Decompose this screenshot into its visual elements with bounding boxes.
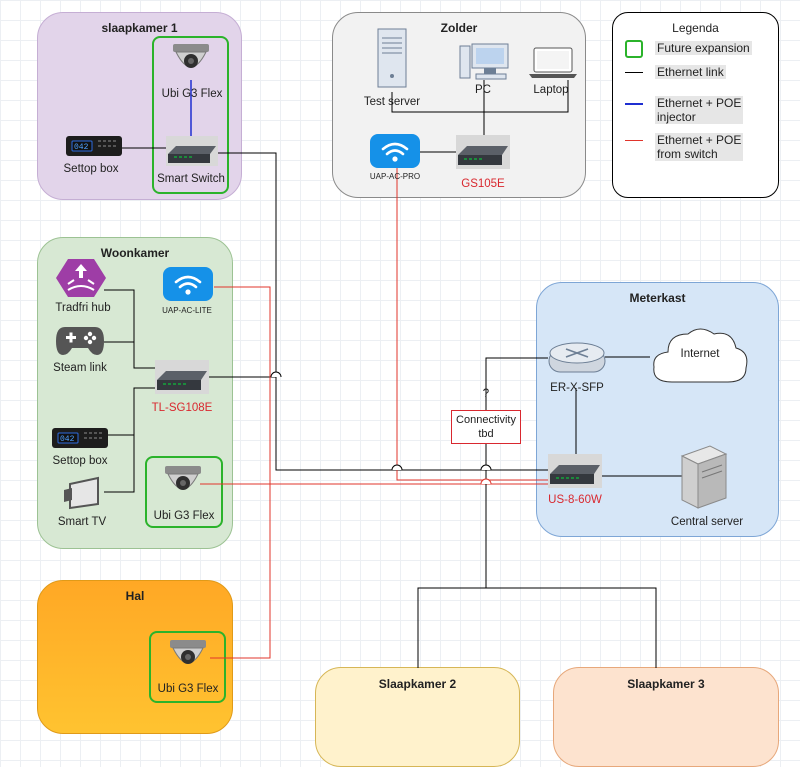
future-expansion-frame [149,631,226,703]
room-title: Meterkast [629,291,686,305]
room-title: Hal [125,589,145,603]
device-label: Smart TV [57,516,107,528]
legend-label: Ethernet + POE from switch [655,133,744,161]
network-diagram: slaapkamer 1 Zolder Woonkamer Meterkast … [37,12,779,767]
room-title: slaapkamer 1 [101,21,178,35]
connection-lines [104,80,686,668]
server-icon [680,444,728,513]
tv-icon [62,476,102,513]
camera-icon [167,638,209,681]
switch-icon [548,454,602,491]
settop-display: 042 [74,143,89,152]
legend-swatch-line [625,140,643,141]
pc-icon [458,42,510,85]
legend-label: Ethernet + POE injector [655,96,744,124]
room-hal: Hal [37,580,233,734]
device-label: Internet [680,348,720,360]
device-label: Steam link [53,362,107,374]
legend-label-line: Ethernet + POE [657,96,742,110]
device-label: Ubi G3 Flex [161,88,223,100]
router-icon [548,340,606,379]
device-label: Tradfri hub [55,302,111,314]
legend-label: Ethernet link [655,65,726,79]
device-label: Smart Switch [157,173,225,185]
device-label: US-8-60W [548,494,602,506]
legend-label-line: injector [657,110,696,124]
room-meterkast: Meterkast [536,282,779,537]
settop-box-icon: 042 [66,132,124,163]
legend-label-line: from switch [657,147,718,161]
device-label: Ubi G3 Flex [153,510,215,522]
future-expansion-frame [145,456,223,528]
settop-display: 042 [60,435,75,444]
room-title: Woonkamer [100,246,170,260]
room-slaapkamer-2: Slaapkamer 2 [315,667,520,767]
room-slaapkamer-3: Slaapkamer 3 [553,667,779,767]
room-title: Slaapkamer 3 [627,677,705,691]
device-label: Ubi G3 Flex [157,683,219,695]
camera-icon [162,464,204,507]
legend: Legenda Future expansion Ethernet link E… [612,12,779,198]
hub-icon [56,258,106,301]
question-mark: ? [482,388,490,400]
device-label: PC [475,84,491,96]
connectivity-note: Connectivity tbd [451,410,521,444]
legend-swatch-box [625,40,643,58]
room-title: Slaapkamer 2 [378,677,457,691]
device-label: ER-X-SFP [550,382,604,394]
device-label: Settop box [63,163,119,175]
switch-icon [155,360,209,397]
future-expansion-frame [152,36,229,194]
legend-label-line: Ethernet + POE [657,133,742,147]
camera-icon [170,42,212,85]
server-icon [376,28,410,93]
note-line-1: Connectivity [456,414,516,426]
settop-box-icon: 042 [52,424,110,455]
room-title: Zolder [440,21,478,35]
device-label: TL-SG108E [151,402,213,414]
wifi-ap-icon [163,267,213,304]
room-slaapkamer-1: slaapkamer 1 [37,12,242,200]
wifi-ap-icon [370,134,420,171]
switch-icon [456,135,510,172]
device-label: Laptop [533,84,569,96]
device-label: Central server [670,516,744,528]
device-label: UAP-AC-PRO [369,172,421,181]
note-line-2: tbd [478,428,494,440]
device-label: Test server [363,96,421,108]
cloud-icon [648,322,752,393]
switch-icon [166,136,218,169]
legend-swatch-line [625,103,643,105]
gamepad-icon [55,323,105,360]
legend-title: Legenda [672,21,719,35]
device-label: GS105E [461,178,505,190]
legend-label: Future expansion [655,41,752,55]
legend-swatch-line [625,72,643,73]
laptop-icon [528,46,578,83]
device-label: Settop box [52,455,108,467]
device-label: UAP-AC-LITE [162,306,212,315]
